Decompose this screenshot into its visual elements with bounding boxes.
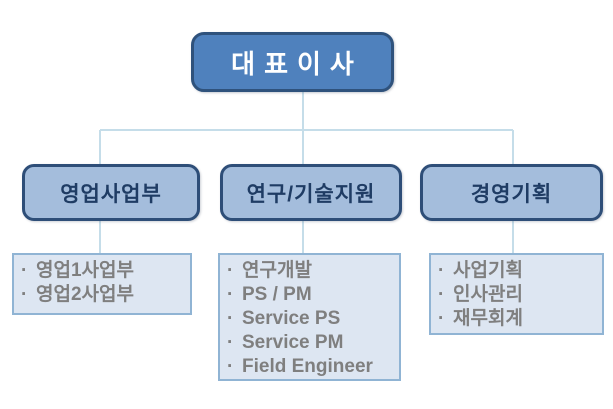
list-item: · PS / PM — [227, 283, 399, 307]
list-item-label: Service PM — [242, 332, 344, 353]
org-node-rnd-tech-support: 연구/기술지원 — [220, 164, 402, 221]
org-list-management-planning: · 사업기획 · 인사관리 · 재무회계 — [429, 253, 604, 335]
bullet-marker: · — [227, 356, 234, 377]
list-item-label: 영업1사업부 — [36, 260, 134, 281]
list-item: · 영업1사업부 — [21, 259, 190, 283]
list-item-label: 사업기획 — [453, 260, 523, 281]
org-list-rnd-tech-support-items: · 연구개발 · PS / PM · Service PS · Service PM · Fiel… — [220, 259, 399, 379]
bullet-marker: · — [438, 284, 445, 305]
bullet-marker: · — [227, 332, 234, 353]
list-item: · Service PM — [227, 331, 399, 355]
bullet-marker: · — [227, 308, 234, 329]
list-item-label: PS / PM — [242, 284, 312, 305]
bullet-marker: · — [21, 260, 28, 281]
list-item: · 연구개발 — [227, 259, 399, 283]
org-list-rnd-tech-support: · 연구개발 · PS / PM · Service PS · Service PM · Fiel… — [218, 253, 401, 381]
org-list-management-planning-items: · 사업기획 · 인사관리 · 재무회계 — [431, 259, 602, 331]
bullet-marker: · — [227, 260, 234, 281]
bullet-marker: · — [21, 284, 28, 305]
org-list-sales-division: · 영업1사업부 · 영업2사업부 — [12, 253, 192, 315]
list-item-label: 영업2사업부 — [36, 284, 134, 305]
org-node-management-planning: 경영기획 — [420, 164, 603, 221]
list-item: · 영업2사업부 — [21, 283, 190, 307]
org-node-sales-division-label: 영업사업부 — [60, 182, 162, 206]
bullet-marker: · — [438, 308, 445, 329]
list-item-label: Field Engineer — [242, 356, 373, 377]
list-item: · 인사관리 — [438, 283, 602, 307]
bullet-marker: · — [227, 284, 234, 305]
list-item-label: 인사관리 — [453, 284, 523, 305]
org-node-rnd-tech-support-label: 연구/기술지원 — [246, 182, 376, 206]
list-item-label: 연구개발 — [242, 260, 312, 281]
org-node-ceo: 대표이사 — [191, 32, 394, 92]
list-item: · Field Engineer — [227, 355, 399, 379]
list-item-label: Service PS — [242, 308, 341, 329]
list-item: · 사업기획 — [438, 259, 602, 283]
list-item-label: 재무회계 — [453, 308, 523, 329]
org-node-ceo-label: 대표이사 — [231, 48, 363, 79]
bullet-marker: · — [438, 260, 445, 281]
list-item: · Service PS — [227, 307, 399, 331]
list-item: · 재무회계 — [438, 307, 602, 331]
org-node-sales-division: 영업사업부 — [22, 164, 200, 221]
org-list-sales-division-items: · 영업1사업부 · 영업2사업부 — [14, 259, 190, 307]
org-node-management-planning-label: 경영기획 — [470, 182, 553, 206]
